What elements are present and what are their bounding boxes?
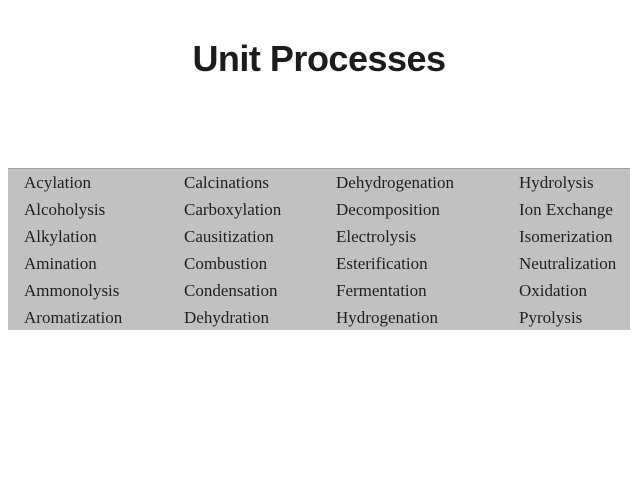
process-cell: Dehydrogenation xyxy=(336,173,455,192)
process-cell: Oxidation xyxy=(519,281,587,300)
process-column-2: Calcinations Carboxylation Causitization… xyxy=(184,169,336,331)
process-column-3: Dehydrogenation Decomposition Electrolys… xyxy=(336,169,519,331)
process-cell: Hydrogenation xyxy=(336,308,438,327)
process-cell: Aromatization xyxy=(24,308,123,327)
process-cell: Ion Exchange xyxy=(519,200,613,219)
process-cell: Pyrolysis xyxy=(519,308,583,327)
process-cell: Alkylation xyxy=(24,227,97,246)
process-cell: Electrolysis xyxy=(336,227,417,246)
process-cell: Carboxylation xyxy=(184,200,282,219)
process-cell: Fermentation xyxy=(336,281,427,300)
process-cell: Condensation xyxy=(184,281,278,300)
process-column-4: Hydrolysis Ion Exchange Isomerization Ne… xyxy=(519,169,630,331)
process-cell: Neutralization xyxy=(519,254,617,273)
process-cell: Hydrolysis xyxy=(519,173,594,192)
process-cell: Dehydration xyxy=(184,308,269,327)
process-cell: Isomerization xyxy=(519,227,613,246)
process-cell: Calcinations xyxy=(184,173,269,192)
process-cell: Decomposition xyxy=(336,200,440,219)
process-cell: Alcoholysis xyxy=(24,200,106,219)
unit-processes-table: Acylation Alcoholysis Alkylation Aminati… xyxy=(8,168,630,330)
process-cell: Acylation xyxy=(24,173,92,192)
process-cell: Causitization xyxy=(184,227,274,246)
process-cell: Combustion xyxy=(184,254,268,273)
process-cell: Amination xyxy=(24,254,97,273)
process-column-1: Acylation Alcoholysis Alkylation Aminati… xyxy=(24,169,184,331)
process-cell: Ammonolysis xyxy=(24,281,120,300)
process-cell: Esterification xyxy=(336,254,428,273)
page-title: Unit Processes xyxy=(192,38,446,79)
